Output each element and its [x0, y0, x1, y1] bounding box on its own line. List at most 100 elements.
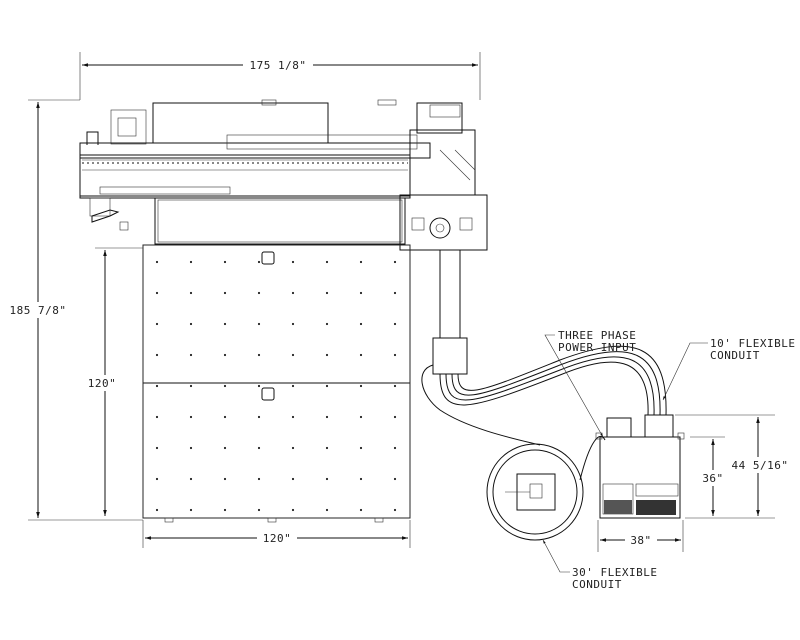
table-hole: [257, 384, 261, 388]
table-hole: [291, 384, 295, 388]
table-hole: [189, 446, 193, 450]
overall-width-label: 175 1/8": [250, 59, 307, 72]
table-hole: [325, 508, 329, 512]
table-hole: [393, 291, 397, 295]
table-hole: [257, 508, 261, 512]
table-hole: [393, 353, 397, 357]
table-hole: [393, 322, 397, 326]
table-width-dimension: 120": [142, 520, 411, 548]
cabinet-height-body-label: 36": [702, 472, 723, 485]
table-hole: [325, 353, 329, 357]
table-hole: [223, 353, 227, 357]
overall-depth-dimension: 185 7/8": [5, 99, 143, 521]
conduit-10-callout: 10' FLEXIBLE CONDUIT: [662, 337, 795, 401]
table-width-label: 120": [263, 532, 292, 545]
table-hole: [291, 508, 295, 512]
table-hole: [291, 477, 295, 481]
table-hole: [223, 446, 227, 450]
table-hole: [155, 477, 159, 481]
table-hole: [325, 384, 329, 388]
table-hole-grid: [155, 260, 397, 512]
table-hole: [189, 415, 193, 419]
table-hole: [189, 477, 193, 481]
table-hole: [359, 260, 363, 264]
table-hole: [291, 260, 295, 264]
table-hole: [223, 291, 227, 295]
table-hole: [393, 508, 397, 512]
table-hole: [325, 260, 329, 264]
table-hole: [291, 322, 295, 326]
table-hole: [189, 260, 193, 264]
table-hole: [223, 508, 227, 512]
overall-depth-label: 185 7/8": [10, 304, 67, 317]
table-depth-dimension: 120": [82, 247, 143, 516]
table-depth-label: 120": [88, 377, 117, 390]
spindle-head: [89, 197, 129, 231]
table-hole: [223, 415, 227, 419]
conduit-30-callout: 30' FLEXIBLE CONDUIT: [542, 539, 657, 591]
table-hole: [359, 508, 363, 512]
table-hole: [155, 508, 159, 512]
table-hole: [155, 353, 159, 357]
table-hole: [359, 477, 363, 481]
table-hole: [291, 353, 295, 357]
cutting-table: [142, 244, 411, 523]
table-hole: [223, 477, 227, 481]
table-hole: [325, 477, 329, 481]
table-hole: [155, 260, 159, 264]
table-hole: [155, 384, 159, 388]
cabinet-height-total-dimension: 44 5/16": [675, 414, 790, 516]
callout-text: CONDUIT: [710, 349, 760, 362]
table-hole: [359, 322, 363, 326]
table-hole: [223, 384, 227, 388]
table-hole: [257, 291, 261, 295]
table-hole: [189, 508, 193, 512]
overall-width-dimension: 175 1/8": [79, 52, 481, 100]
callout-text: THREE PHASE: [558, 329, 636, 342]
cable-column: [432, 250, 468, 375]
table-hole: [223, 322, 227, 326]
conduit-10ft: [439, 345, 667, 416]
table-hole: [359, 384, 363, 388]
table-hole: [189, 322, 193, 326]
table-hole: [325, 446, 329, 450]
callout-text: 30' FLEXIBLE: [572, 566, 657, 579]
table-hole: [291, 291, 295, 295]
table-hole: [393, 446, 397, 450]
table-hole: [257, 260, 261, 264]
table-hole: [257, 477, 261, 481]
table-hole: [189, 384, 193, 388]
table-hole: [325, 291, 329, 295]
table-hole: [393, 384, 397, 388]
cabinet-height-total-label: 44 5/16": [732, 459, 789, 472]
table-hole: [359, 415, 363, 419]
table-hole: [359, 291, 363, 295]
cabinet-width-dimension: 38": [597, 520, 684, 552]
table-hole: [393, 477, 397, 481]
gantry: [79, 99, 488, 251]
table-hole: [223, 260, 227, 264]
callout-text: POWER INPUT: [558, 341, 636, 354]
table-hole: [189, 291, 193, 295]
table-hole: [325, 415, 329, 419]
cabinet-height-body-dimension: 36": [685, 436, 775, 519]
table-hole: [155, 291, 159, 295]
table-hole: [393, 260, 397, 264]
table-hole: [325, 322, 329, 326]
table-hole: [359, 446, 363, 450]
table-hole: [155, 322, 159, 326]
cabinet-width-label: 38": [630, 534, 651, 547]
table-hole: [393, 415, 397, 419]
callout-text: 10' FLEXIBLE: [710, 337, 795, 350]
table-hole: [155, 415, 159, 419]
callout-text: CONDUIT: [572, 578, 622, 591]
table-hole: [257, 322, 261, 326]
table-hole: [257, 353, 261, 357]
table-hole: [257, 446, 261, 450]
conduit-30ft: [421, 364, 606, 541]
table-hole: [189, 353, 193, 357]
table-hole: [291, 446, 295, 450]
control-cabinet: [595, 414, 685, 519]
table-hole: [257, 415, 261, 419]
